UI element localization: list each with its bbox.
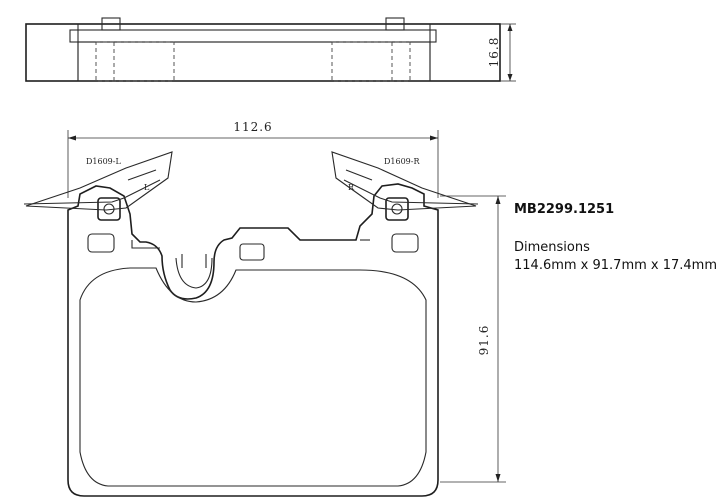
- right-wear-sensor-line: [345, 169, 373, 181]
- arrow-head: [430, 135, 438, 141]
- width-dimension-label: 112.6: [233, 120, 272, 134]
- right-slot: [391, 233, 419, 253]
- friction-material-outline: [79, 267, 427, 487]
- left-wear-sensor-label: D1609-L: [86, 157, 121, 166]
- right-wear-sensor: D1609-R R: [331, 151, 479, 211]
- side-view-backing-plate: [25, 23, 501, 82]
- right-wear-sensor-edge: [343, 179, 479, 205]
- right-side-mark: R: [348, 183, 355, 192]
- side-view-top-bar: [69, 29, 437, 43]
- arrow-head: [68, 135, 76, 141]
- side-view-right-tab: [385, 17, 405, 31]
- width-dimension: 112.6: [67, 120, 439, 198]
- side-view-left-tab: [101, 17, 121, 31]
- right-wear-sensor-body: [331, 151, 477, 211]
- center-slot: [239, 243, 265, 261]
- right-wear-sensor-label: D1609-R: [384, 157, 420, 166]
- height-dimension-label: 91.6: [477, 325, 491, 356]
- left-slot: [87, 233, 115, 253]
- arrow-head: [507, 24, 513, 31]
- side-view-friction-block: [77, 24, 431, 81]
- part-number: MB2299.1251: [514, 202, 615, 217]
- backing-plate-outline: [67, 183, 439, 497]
- arrow-head: [495, 474, 501, 482]
- thickness-dimension-label: 16.8: [487, 37, 501, 68]
- left-wear-sensor-edge: [23, 179, 161, 205]
- side-view: 16.8: [25, 17, 516, 82]
- product-info: MB2299.1251 Dimensions 114.6mm x 91.7mm …: [514, 202, 717, 275]
- side-view-hidden-right: [331, 41, 411, 82]
- arrow-head: [495, 196, 501, 204]
- left-notch: [131, 240, 160, 249]
- height-dimension: 91.6: [440, 195, 506, 483]
- dimensions-value: 114.6mm x 91.7mm x 17.4mm: [514, 258, 718, 273]
- center-spring-clip: [175, 254, 213, 289]
- left-wear-sensor: D1609-L L: [23, 151, 173, 211]
- left-wear-sensor-line: [127, 169, 157, 181]
- arrow-head: [507, 74, 513, 81]
- dimensions-label: Dimensions: [514, 240, 590, 255]
- side-view-lower-bar: [77, 41, 431, 82]
- left-side-mark: L: [144, 183, 150, 192]
- front-view: [67, 183, 439, 497]
- side-view-hidden-left: [95, 41, 175, 82]
- left-wear-sensor-body: [25, 151, 173, 211]
